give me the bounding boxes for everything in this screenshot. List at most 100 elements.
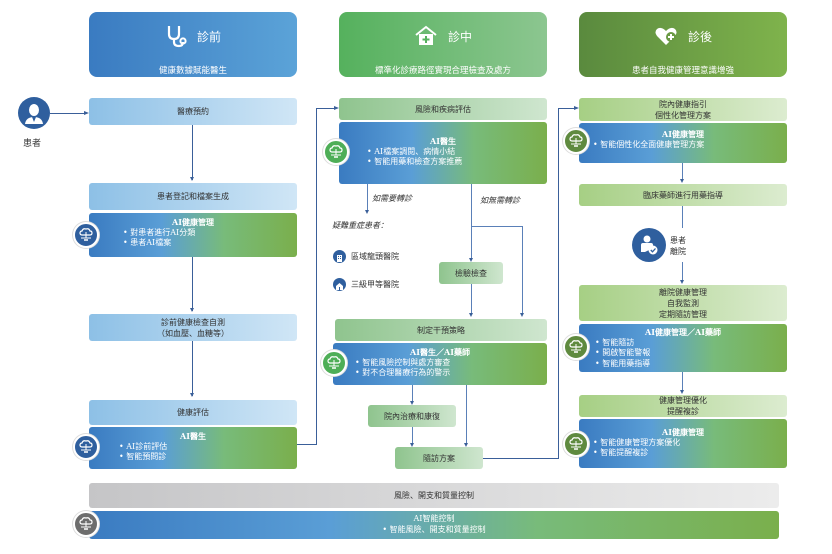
stage-subtitle: 患者自我健康管理意識增強 [631,66,734,76]
step-label: 臨床藥師進行用藥指導 [643,190,723,200]
step-examination: 檢驗檢查 [439,262,503,284]
ai-brain-icon [563,431,589,457]
step-label: 健康評估 [177,408,209,417]
ai-item: 智能風險控制與處方審查 [355,358,547,369]
arrow [190,177,194,181]
ai-title: AI智能控制 [413,514,455,523]
step-label: 提醒複診 [667,407,699,416]
connector [412,385,414,403]
connector [522,226,524,315]
step-self-check: 診前健康檢查自測 （如血壓、血糖等） [89,314,297,341]
ai-brain-icon [73,434,99,460]
step-label: 診前健康檢查自測 [161,317,225,327]
ai-brain-icon [563,334,589,360]
arrow [680,179,684,183]
risk-cost-quality-bar: 風險、開支和質量控制 [89,483,779,508]
connector [367,184,369,212]
stage-title: 診前 [196,29,221,44]
step-label: （如血壓、血糖等） [157,328,229,338]
ai-item: 患者AI檔案 [123,238,297,249]
connector [471,284,473,315]
step-label: 院內治療和康復 [384,411,440,421]
discharge-label-line: 離院 [670,247,686,256]
ai-title: AI健康管理／AI藥師 [645,327,721,337]
ai-item: 智能風險、開支和質量控制 [89,525,779,536]
person-icon [25,104,43,124]
arrow [190,393,194,397]
arrow [334,105,339,110]
ai-doctor-pharmacist-box: AI醫生／AI藥師 智能風險控制與處方審查 對不合理醫療行為的警示 [333,343,547,385]
ai-doctor-box: AI醫生 AI診前評估 智能預問診 [89,427,297,469]
step-label: 隨訪方案 [423,453,455,463]
step-label: 患者登記和檔案生成 [157,192,229,201]
step-label: 定期隨訪管理 [659,309,707,319]
arrow [84,110,89,115]
ai-item: 開啟智能警報 [595,348,787,359]
connector [192,257,194,311]
ai-item: AI檔案調閱、病情小結 [367,147,547,158]
connector [316,108,336,110]
step-risk-assessment: 風險和疾病評估 [339,98,547,120]
arrow [464,443,468,447]
step-label: 風險、開支和質量控制 [394,491,474,500]
arrow [469,258,473,262]
suspected-patients-label: 疑難重症患者： [332,221,388,230]
ai-item: 智能隨訪 [595,338,787,349]
step-health-guidance: 院內健康指引 個性化管理方案 [579,98,787,121]
ai-title: AI醫生／AI藥師 [410,347,470,357]
arrow [469,313,473,317]
step-label: 制定干預策略 [417,325,465,335]
connector [192,341,194,396]
ai-brain-icon [323,139,349,165]
step-appointment: 醫療預約 [89,98,297,125]
stage-title: 診中 [447,29,472,44]
arrow [680,280,684,284]
connector [682,262,684,282]
ai-title: AI醫生 [180,431,206,441]
connector [466,385,468,445]
connector [682,372,684,392]
step-medication-guidance: 臨床藥師進行用藥指導 [579,184,787,206]
ai-smart-control-box: AI智能控制 智能風險、開支和質量控制 [89,511,779,539]
connector [50,113,86,115]
stage-subtitle: 標準化診療路徑實現合理檢查及處方 [374,66,511,76]
ai-health-management-box: AI健康管理 智能個性化全面健康管理方案 [579,123,787,163]
step-label: 個性化管理方案 [655,110,711,120]
step-label: 健康管理優化 [659,396,707,405]
hospital-building-icon [333,278,346,291]
step-label: 院內健康指引 [659,99,707,109]
step-followup-plan: 隨訪方案 [395,447,483,469]
person-check-icon [641,235,658,255]
connector [192,125,194,180]
stage-post-consultation: 診後 患者自我健康管理意識增強 [579,12,787,77]
arrow [410,401,414,405]
ai-brain-icon [73,222,99,248]
discharge-label-line: 患者 [670,236,686,245]
step-label: 醫療預約 [177,107,209,116]
arrow [574,105,579,110]
building-icon [333,250,346,263]
branch-label-no-refer: 如無需轉診 [480,196,520,205]
ai-title: AI健康管理 [172,217,214,227]
patient-avatar [18,97,50,129]
step-label: 檢驗檢查 [455,268,487,278]
patient-label: 患者 [23,139,42,149]
step-label: 自我監測 [667,298,699,308]
step-post-discharge-management: 離院健康管理 自我監測 定期隨訪管理 [579,285,787,321]
step-health-assessment: 健康評估 [89,400,297,425]
step-registration: 患者登記和檔案生成 [89,183,297,210]
arrow [520,313,524,317]
hospital-label: 三級甲等醫院 [351,280,399,289]
ai-item: AI診前評估 [119,442,297,453]
ai-health-pharmacist-box: AI健康管理／AI藥師 智能隨訪 開啟智能警報 智能用藥指導 [579,324,787,372]
patient-discharge-avatar [632,228,666,262]
ai-item: 對患者進行AI分類 [123,228,297,239]
ai-brain-icon [321,350,347,376]
connector [471,184,473,260]
connector [682,163,684,181]
ai-title: AI健康管理 [662,427,704,437]
arrow [190,308,194,312]
arrow [410,443,414,447]
heart-plus-icon [655,27,677,45]
hospital-icon [415,25,437,45]
